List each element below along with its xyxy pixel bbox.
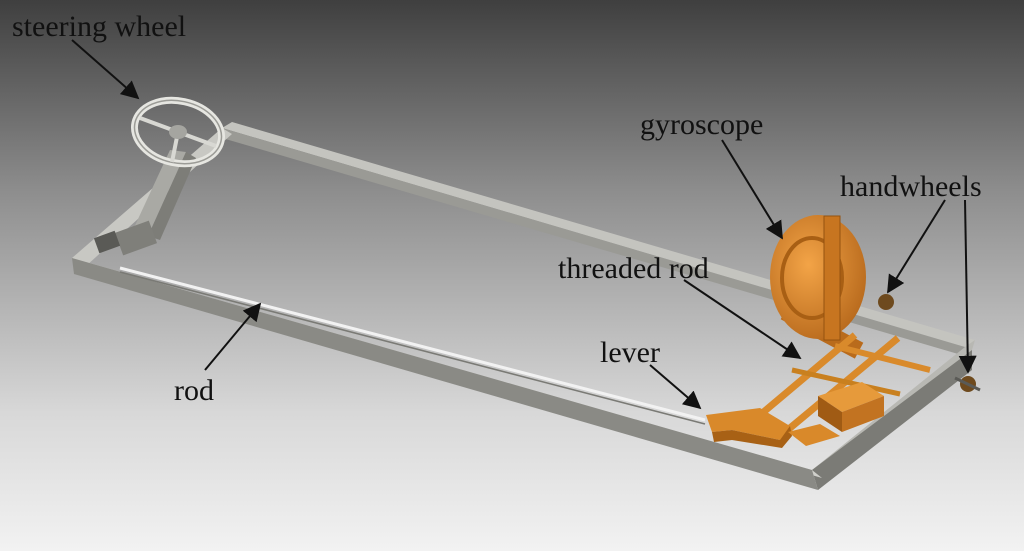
gyroscope-disc <box>770 215 866 339</box>
lever <box>706 408 790 440</box>
steering-assembly <box>93 96 226 256</box>
orange-mechanism <box>706 215 981 448</box>
lever-block <box>818 382 884 412</box>
gyroscope-frame <box>824 216 840 340</box>
steering-wheel-arrow <box>71 39 140 100</box>
label-lever: lever <box>600 336 660 369</box>
label-handwheels: handwheels <box>840 170 982 203</box>
threaded-rod-arrow <box>683 279 802 360</box>
lever-arrow <box>649 364 702 410</box>
steering-column <box>132 150 186 236</box>
gyroscope-arrow <box>721 139 783 240</box>
handwheels-arrow-2 <box>958 199 977 374</box>
annotation-arrows <box>71 39 977 410</box>
label-threaded-rod: threaded rod <box>558 252 709 285</box>
handwheel <box>878 294 894 310</box>
rod-arrow <box>204 302 262 371</box>
label-steering-wheel: steering wheel <box>12 10 187 43</box>
label-rod: rod <box>174 374 214 407</box>
steering-wheel-hub <box>169 125 187 139</box>
handwheels-arrow <box>887 199 946 294</box>
label-gyroscope: gyroscope <box>640 108 764 141</box>
inner-rod <box>119 266 706 422</box>
steering-base <box>114 220 158 256</box>
frame-right-rail-side <box>812 350 972 490</box>
